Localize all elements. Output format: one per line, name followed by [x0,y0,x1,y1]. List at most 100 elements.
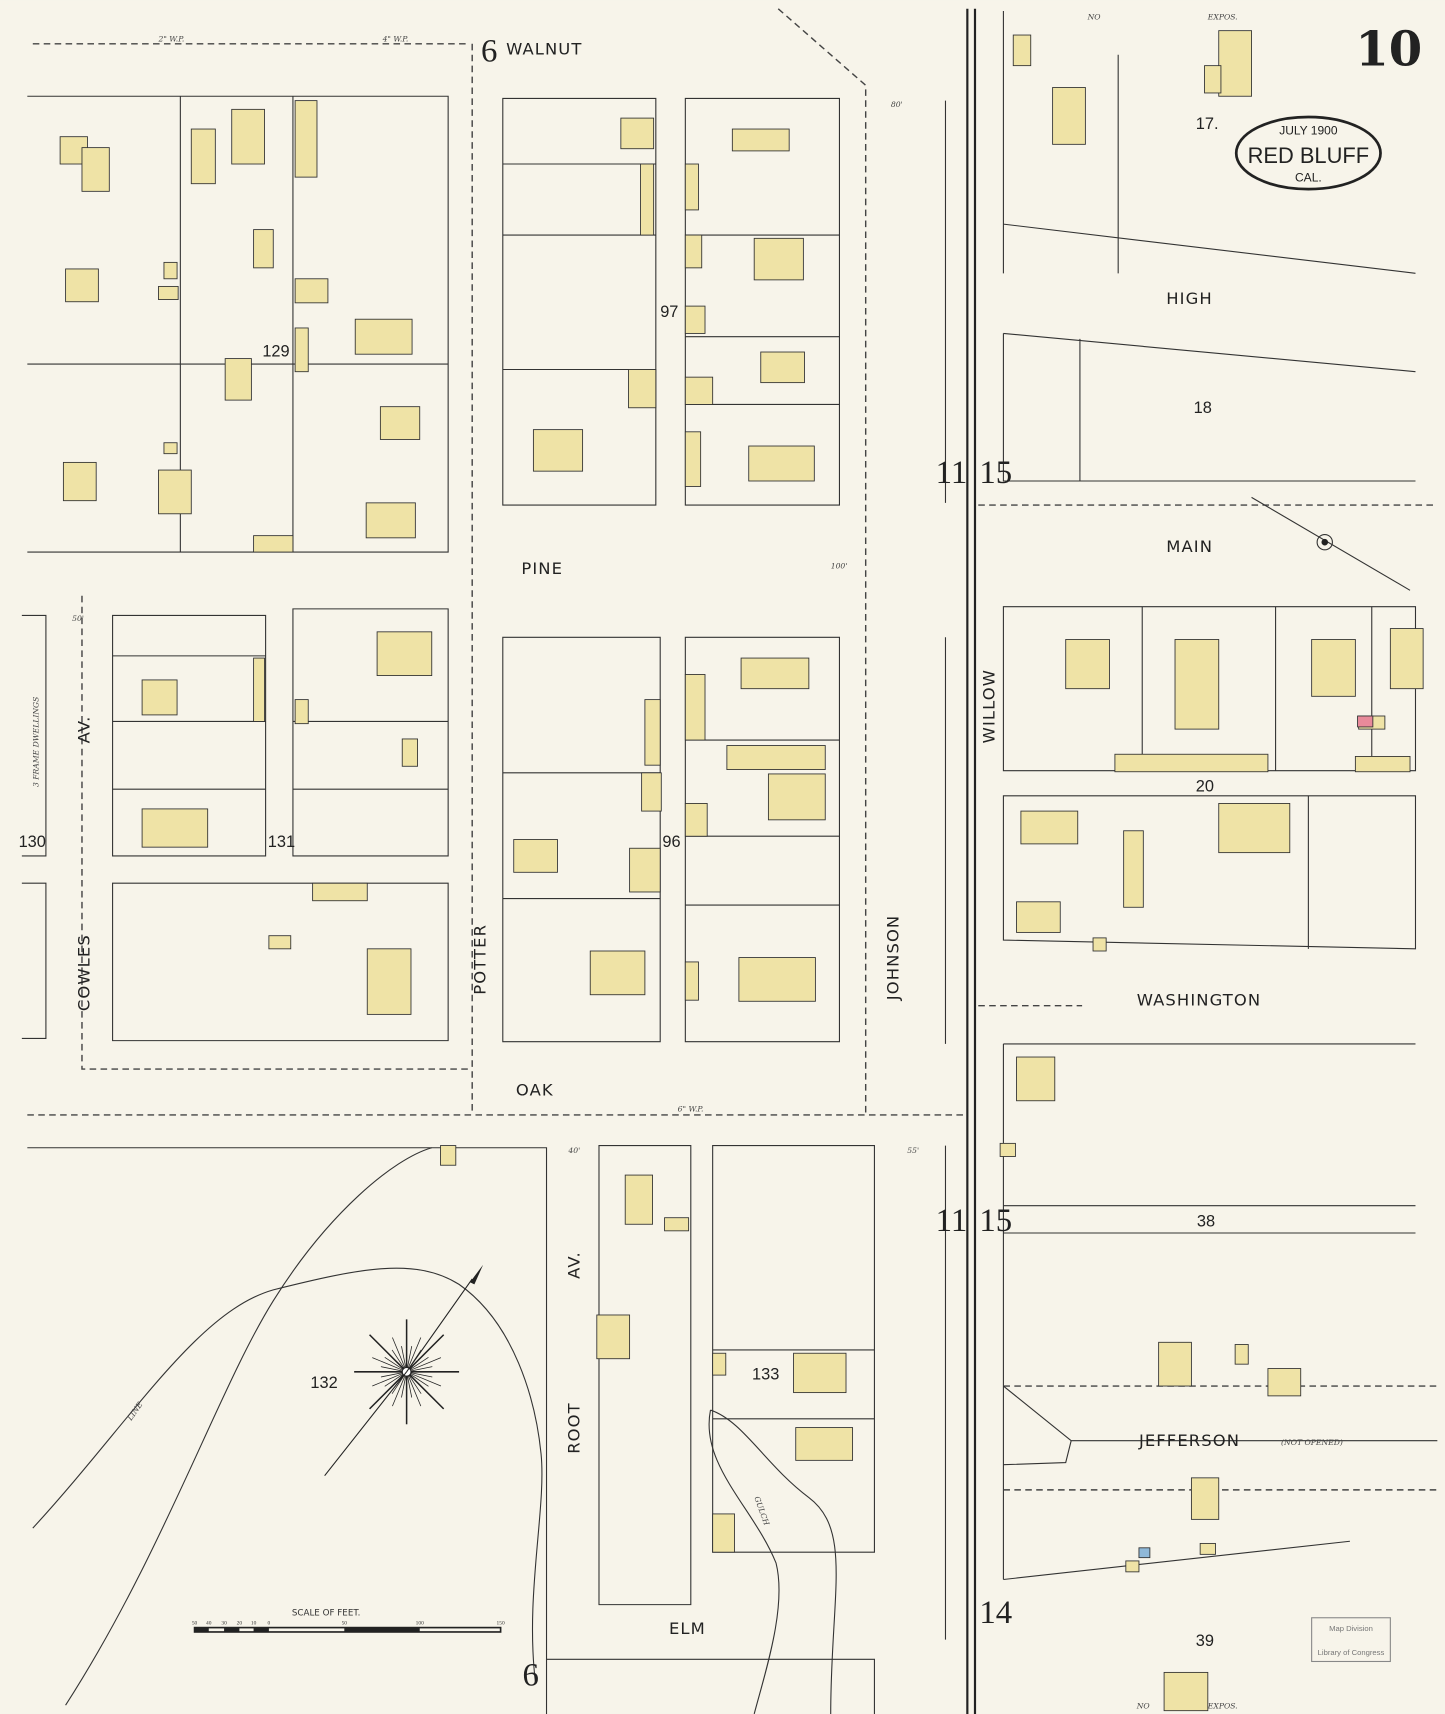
building-footprint [440,1145,457,1166]
building-footprint [376,631,433,676]
water-pipe-label: 2" W.P. [157,35,184,44]
block-number: 97 [660,303,678,321]
stamp-date: JULY 1900 [1279,123,1338,137]
width-label: 55' [907,1146,919,1155]
building-footprint [163,261,178,280]
building-footprint [231,108,265,165]
compass-ray [392,1371,407,1407]
scale-tick-label: 30 [221,1620,227,1626]
building-footprint [1267,1368,1302,1397]
building-footprint [684,803,708,837]
stone_iron-building [1138,1547,1151,1559]
building-footprint [726,745,826,770]
building-footprint [1016,901,1061,933]
building-footprint [664,1217,690,1232]
building-footprint [1354,756,1411,773]
scale-title: SCALE OF FEET. [292,1609,361,1619]
building-footprint [513,839,558,873]
building-footprint [62,461,97,502]
street-label-washington: WASHINGTON [1137,991,1261,1010]
building-footprint [365,502,416,539]
building-footprint [712,1513,735,1553]
building-footprint [620,117,655,150]
building-footprint [224,358,252,401]
scale-segment [194,1627,209,1632]
building-footprint [684,431,702,487]
building-footprint [644,699,661,766]
compass-ray [406,1357,442,1373]
property-line-curves [32,1147,837,1714]
compass-ray [369,1334,408,1373]
compass-rose-icon [324,1264,484,1476]
compass-ray [372,1371,407,1387]
compass-ray [372,1357,407,1373]
building-footprint [793,1352,847,1394]
title-stamp: JULY 1900 RED BLUFF CAL. [1234,115,1382,191]
block-number: 129 [262,342,289,360]
scale-segment [224,1627,240,1632]
width-label: 50' [72,614,84,623]
building-footprint [740,657,810,690]
compass-ray [406,1337,422,1372]
block-number: 18 [1194,399,1212,417]
building-footprint [379,406,421,440]
brick-building [1357,715,1374,728]
sheet-ref-15: 15 [979,1203,1012,1239]
north-arrow-icon [470,1264,484,1285]
block-number: 20 [1196,777,1214,795]
block-number: 131 [268,833,295,851]
no-exposure-note: NO [1087,13,1102,22]
building-footprint [312,882,368,902]
building-footprint [294,278,329,304]
compass-ray [392,1337,407,1372]
block-number: 17. [1196,115,1219,133]
no-exposure-note: EXPOS. [1207,13,1238,22]
building-footprint [1123,830,1144,908]
block-number: 130 [19,833,46,851]
street-label-willow: WILLOW [980,669,999,743]
street-lines [21,8,1438,1714]
scale-segment [253,1627,269,1632]
building-footprint [753,237,804,281]
compass-ray [406,1371,442,1387]
library-of-congress-stamp: Map Division Library of Congress [1311,1617,1391,1663]
street-label-pine: PINE [521,559,563,578]
building-footprint [1234,1344,1249,1365]
building-footprint [401,738,418,767]
compass-ray [369,1371,408,1410]
block-number: 38 [1197,1212,1215,1230]
scale-tick-label: 0 [268,1620,271,1626]
jefferson-not-opened-note: (NOT OPENED) [1281,1438,1343,1447]
compass-ray [406,1371,422,1407]
building-footprint [190,128,216,185]
building-footprint [684,674,706,741]
building-footprint [760,351,805,384]
street-label-high: HIGH [1166,289,1213,308]
building-footprint [268,935,292,950]
stamp-line: Map Division [1329,1624,1373,1633]
width-label: 100' [831,561,848,570]
building-footprint [596,1314,631,1360]
no-exposure-note: NO [1136,1701,1151,1710]
block-numbers: 129 97 131 96 130 132 133 17. 18 20 38 3… [19,115,1219,1650]
sheet-ref-15: 15 [979,455,1012,491]
building-footprint [1218,803,1291,854]
sheet-ref-14: 14 [979,1595,1012,1631]
building-footprint [1092,937,1107,952]
street-label-root: ROOT [564,1402,583,1454]
building-footprint [1163,1671,1209,1712]
stamp-line: Library of Congress [1318,1648,1385,1657]
street-label-cowles: COWLES [75,934,94,1011]
building-footprint [684,163,699,211]
building-footprint [999,1142,1016,1157]
building-footprint [1199,1542,1216,1555]
buildings-layer [59,30,1424,1712]
building-footprint [253,229,274,269]
no-exposure-note: EXPOS. [1207,1701,1238,1710]
block-number: 132 [310,1374,337,1392]
building-footprint [1065,639,1110,690]
building-footprint [684,234,703,269]
